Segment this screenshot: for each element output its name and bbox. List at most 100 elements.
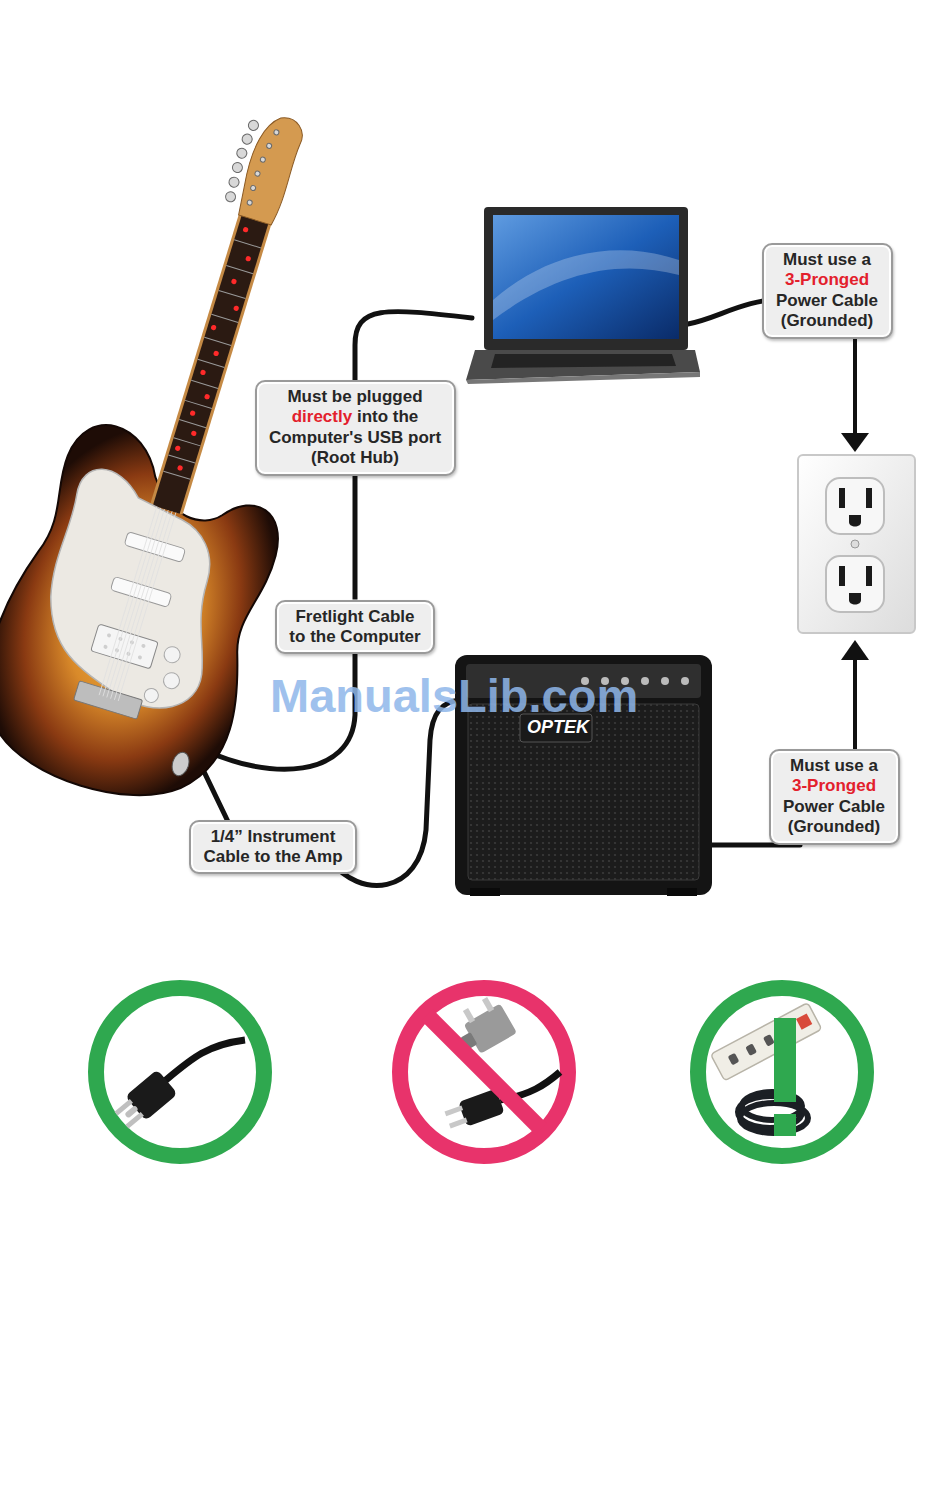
guitar	[111, 510, 169, 698]
guitar	[162, 645, 182, 665]
guitar	[162, 671, 182, 691]
led-dot	[174, 445, 180, 451]
amplifier	[667, 888, 697, 896]
guitar	[211, 314, 238, 322]
guitar	[99, 507, 176, 701]
amplifier	[468, 704, 699, 880]
ok-sign-grounded-plug	[96, 988, 264, 1156]
guitar	[23, 463, 252, 720]
guitar	[236, 147, 248, 159]
guitar	[222, 118, 280, 209]
wall-outlet	[866, 566, 872, 586]
guitar	[107, 509, 165, 697]
led-dot	[200, 369, 206, 375]
guitar	[191, 380, 218, 388]
wall-outlet	[798, 455, 915, 633]
guitar	[174, 438, 201, 446]
callout-text: Must use a 3-Pronged Power Cable (Ground…	[775, 250, 880, 332]
warning-sign-power-strip	[698, 988, 866, 1156]
led-dot	[189, 410, 195, 416]
text-line: Computer's USB port	[268, 428, 443, 448]
laptop	[484, 207, 688, 350]
guitar	[141, 643, 146, 648]
warning-sign-power-strip	[796, 1013, 812, 1029]
guitar	[169, 750, 191, 778]
guitar	[198, 359, 225, 367]
guitar	[124, 532, 185, 563]
guitar	[163, 471, 190, 479]
guitar	[150, 213, 272, 515]
highlight-word: 3-Pronged	[785, 270, 869, 289]
callout-text: Fretlight Cable to the Computer	[288, 607, 422, 648]
callout-text: Must use a 3-Pronged Power Cable (Ground…	[782, 756, 887, 838]
led-dot	[177, 465, 183, 471]
laptop	[491, 354, 676, 368]
ok-sign-grounded-plug	[96, 988, 264, 1156]
warning-sign-power-strip	[763, 1034, 775, 1047]
highlight-word: directly	[292, 407, 352, 426]
guitar	[273, 129, 279, 135]
wall-outlet	[839, 566, 845, 586]
warning-sign-power-strip	[711, 1003, 822, 1081]
text-line: Fretlight Cable	[288, 607, 422, 627]
guitar	[114, 511, 172, 699]
guitar	[153, 214, 269, 514]
text-line: Cable to the Amp	[202, 847, 344, 867]
callout-box: 1/4” Instrument Cable to the Amp	[189, 820, 357, 875]
guitar	[247, 119, 259, 131]
guitar	[234, 111, 306, 226]
guitar	[168, 455, 195, 463]
text-line: 1/4” Instrument	[202, 827, 344, 847]
amplifier	[470, 888, 500, 896]
leader-arrow	[841, 433, 869, 452]
forbidden-sign-ungrounded-plug	[443, 1089, 505, 1133]
callout-box: Must use a 3-Pronged Power Cable (Ground…	[769, 749, 900, 845]
guitar	[103, 644, 108, 649]
wall-outlet	[798, 455, 915, 633]
text-line: Must use a	[782, 756, 887, 776]
led-dot	[204, 393, 210, 399]
guitar	[185, 400, 212, 408]
forbidden-sign-ungrounded-plug	[463, 1008, 475, 1023]
led-dot	[210, 324, 216, 330]
text-line: Must use a	[775, 250, 880, 270]
ok-sign-grounded-plug	[124, 1105, 139, 1119]
warning-sign-power-strip	[711, 1003, 822, 1081]
guitar	[137, 655, 142, 660]
callout-text: Must be plugged directly into the Comput…	[268, 387, 443, 469]
led-dot	[233, 305, 239, 311]
guitar	[247, 200, 253, 206]
wall-outlet	[849, 515, 861, 527]
warning-sign-power-strip	[745, 1043, 757, 1056]
guitar	[226, 266, 253, 274]
wall-outlet	[839, 488, 845, 508]
forbidden-sign-ungrounded-plug	[482, 997, 494, 1012]
guitar	[219, 290, 246, 298]
laptop	[493, 250, 679, 320]
guitar	[103, 508, 161, 696]
guitar	[204, 337, 231, 345]
forbidden-sign-ungrounded-plug	[445, 1105, 464, 1116]
callout-text: 1/4” Instrument Cable to the Amp	[202, 827, 344, 868]
highlight-word: 3-Pronged	[792, 776, 876, 795]
text-line: (Grounded)	[775, 311, 880, 331]
text-line: 3-Pronged	[782, 776, 887, 796]
guitar	[254, 171, 260, 177]
callout-box: Fretlight Cable to the Computer	[275, 600, 435, 655]
led-dot	[242, 226, 248, 232]
amplifier	[681, 677, 689, 685]
wall-outlet	[849, 593, 861, 605]
forbidden-sign-ungrounded-plug	[427, 1015, 541, 1129]
guitar	[107, 633, 112, 638]
cable-connector	[353, 476, 358, 600]
text-line: to the Computer	[288, 627, 422, 647]
guitar	[179, 420, 206, 428]
text-line: (Grounded)	[782, 817, 887, 837]
guitar	[250, 185, 256, 191]
wall-outlet	[851, 540, 859, 548]
text-line: Power Cable	[775, 291, 880, 311]
watermark: ManualsLib.com	[270, 668, 638, 723]
warning-sign-power-strip	[738, 1092, 808, 1133]
warning-sign-power-strip	[728, 1053, 740, 1066]
